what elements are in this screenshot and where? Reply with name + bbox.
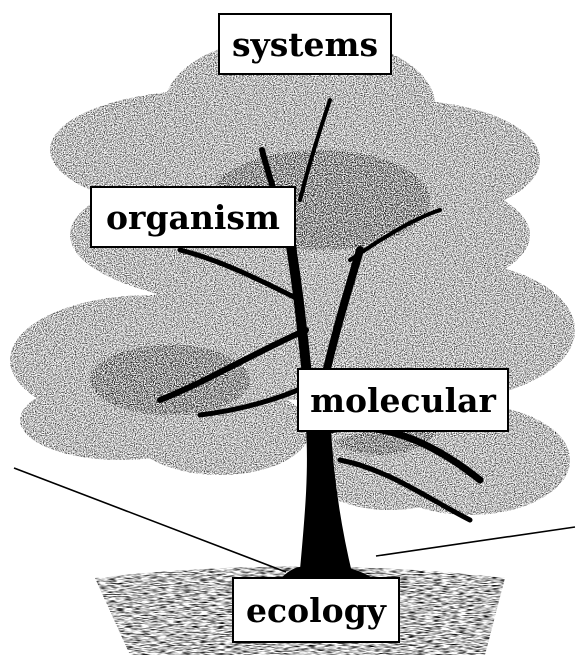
label-molecular: molecular <box>297 368 509 432</box>
label-systems: systems <box>218 13 392 75</box>
label-organism: organism <box>90 186 296 248</box>
label-ecology: ecology <box>232 577 400 643</box>
